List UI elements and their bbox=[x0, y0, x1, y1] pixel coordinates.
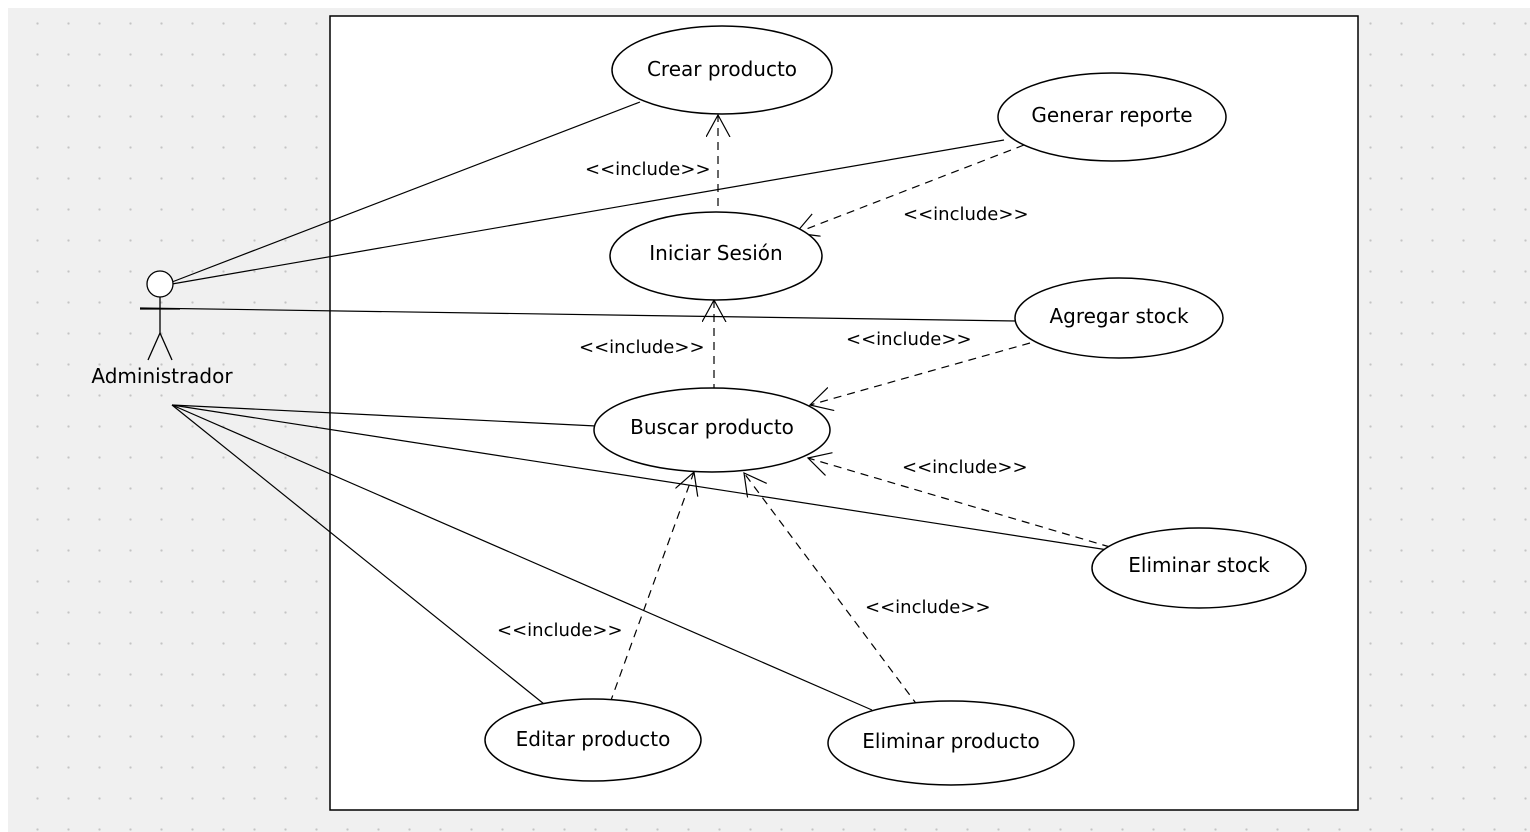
use-case-iniciar-sesion[interactable]: Iniciar Sesión bbox=[609, 211, 823, 301]
use-case-agregar-stock[interactable]: Agregar stock bbox=[1014, 277, 1224, 359]
use-case-eliminar-stock[interactable]: Eliminar stock bbox=[1091, 527, 1307, 609]
include-dependencies bbox=[609, 115, 1111, 707]
include-generar-to-iniciar bbox=[796, 144, 1025, 233]
use-case-label: Eliminar producto bbox=[862, 729, 1039, 753]
include-labels: <<include>> <<include>> <<include>> <<in… bbox=[497, 159, 1029, 641]
use-case-label: Generar reporte bbox=[1031, 103, 1192, 127]
association-generar-reporte bbox=[171, 139, 1005, 285]
association-agregar-stock bbox=[139, 307, 1017, 322]
include-eliminarstock-to-buscar bbox=[808, 458, 1111, 548]
include-label: <<include>> bbox=[579, 337, 705, 358]
actor-head bbox=[146, 270, 174, 298]
use-case-label: Eliminar stock bbox=[1128, 553, 1270, 577]
use-case-crear-producto[interactable]: Crear producto bbox=[611, 25, 833, 115]
use-case-label: Iniciar Sesión bbox=[649, 241, 782, 265]
include-label: <<include>> bbox=[902, 457, 1028, 478]
include-label: <<include>> bbox=[865, 597, 991, 618]
use-case-label: Crear producto bbox=[647, 57, 797, 81]
association-editar-producto bbox=[171, 404, 545, 705]
association-eliminar-producto bbox=[171, 404, 873, 711]
use-case-label: Editar producto bbox=[516, 727, 671, 751]
association-buscar-producto bbox=[171, 404, 597, 427]
include-label: <<include>> bbox=[903, 204, 1029, 225]
use-case-editar-producto[interactable]: Editar producto bbox=[484, 698, 702, 782]
include-label: <<include>> bbox=[846, 329, 972, 350]
use-case-label: Buscar producto bbox=[630, 415, 794, 439]
use-case-generar-reporte[interactable]: Generar reporte bbox=[997, 72, 1227, 162]
use-case-eliminar-producto[interactable]: Eliminar producto bbox=[827, 700, 1075, 786]
actor-administrador[interactable] bbox=[140, 270, 180, 361]
association-eliminar-stock bbox=[171, 404, 1109, 551]
use-case-buscar-producto[interactable]: Buscar producto bbox=[593, 387, 831, 473]
include-label: <<include>> bbox=[497, 620, 623, 641]
actor-label: Administrador bbox=[91, 364, 233, 388]
actor-right-leg bbox=[159, 332, 173, 361]
actor-left-leg bbox=[147, 332, 161, 361]
associations bbox=[139, 101, 1109, 711]
include-label: <<include>> bbox=[585, 159, 711, 180]
association-crear-producto bbox=[171, 101, 641, 283]
include-agregar-to-buscar bbox=[810, 342, 1031, 405]
use-case-label: Agregar stock bbox=[1049, 304, 1188, 328]
include-eliminarproducto-to-buscar bbox=[744, 473, 919, 707]
